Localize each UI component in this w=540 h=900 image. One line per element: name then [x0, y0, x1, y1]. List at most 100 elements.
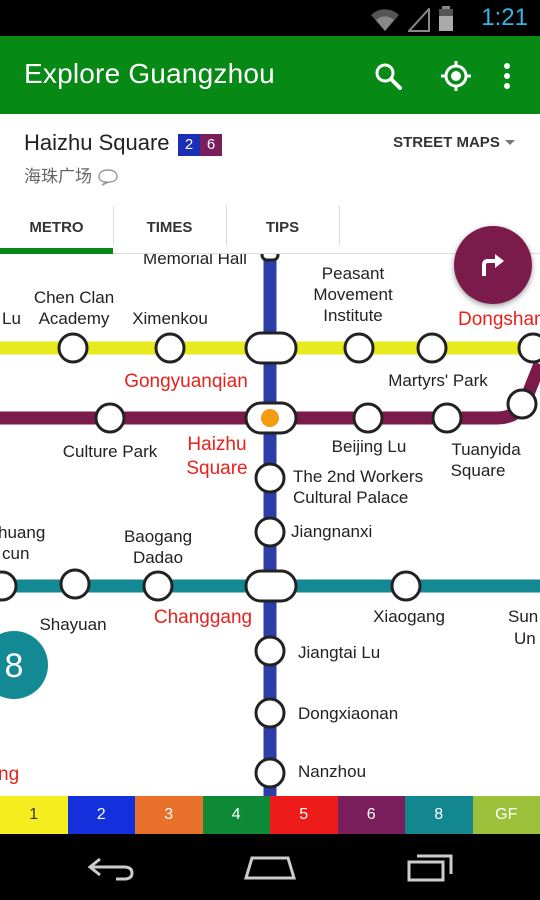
directions-fab[interactable] [454, 226, 532, 304]
label-academy: Academy [39, 309, 110, 328]
metro-map-canvas[interactable]: 8 Memorial Hall Peasant Movement Institu… [0, 254, 540, 796]
my-location-button[interactable] [434, 54, 478, 98]
legend-line-6[interactable]: 6 [337, 796, 405, 834]
chinese-name-text: 海珠广场 [24, 167, 92, 187]
tab-times[interactable]: TIMES [146, 218, 193, 236]
station-header: Haizhu Square 2 6 海珠广场 STREET MAPS [0, 114, 540, 200]
home-icon [243, 856, 297, 880]
label-martyrs-park: Martyrs' Park [388, 371, 488, 390]
label-memorial-hall: Memorial Hall [143, 254, 247, 268]
battery-icon [439, 6, 453, 31]
tab-tips[interactable]: TIPS [265, 218, 300, 236]
street-maps-dropdown[interactable]: STREET MAPS [393, 134, 516, 151]
station-chinese-name: 海珠广场 [24, 162, 119, 187]
station-culture-park[interactable] [94, 402, 126, 434]
label-tuanyida: Tuanyida [451, 440, 521, 459]
station-name: Haizhu Square [24, 130, 170, 155]
overflow-menu-icon [504, 63, 510, 89]
tab-divider [339, 206, 340, 246]
label-institute: Institute [323, 306, 383, 325]
label-cun: cun [2, 544, 29, 563]
wifi-icon [371, 9, 399, 32]
station-changgang-interchange[interactable] [244, 569, 298, 603]
location-icon [441, 61, 471, 91]
status-time: 1:21 [481, 4, 528, 31]
app-title: Explore Guangzhou [24, 58, 275, 89]
metro-map[interactable]: 8 Memorial Hall Peasant Movement Institu… [0, 254, 540, 796]
label-gongyuanqian: Gongyuanqian [124, 371, 248, 392]
back-icon [87, 857, 134, 881]
tab-divider [113, 206, 114, 246]
label-sun: Sun [508, 607, 538, 626]
station-dongshankou-l6[interactable] [506, 388, 538, 420]
station-dongxiaonan[interactable] [254, 697, 286, 729]
label-jiangnanxi: Jiangnanxi [291, 522, 372, 541]
station-jiangnanxi[interactable] [254, 516, 286, 548]
speak-bubble-icon[interactable] [97, 168, 119, 186]
legend-line-gf[interactable]: GF [472, 796, 540, 834]
street-maps-label: STREET MAPS [393, 134, 500, 151]
station-2nd-workers-cultural-palace[interactable] [254, 462, 286, 494]
station-dongshankou-l1[interactable] [517, 332, 540, 364]
label-shayuan: Shayuan [39, 615, 106, 634]
back-button[interactable] [82, 850, 142, 884]
station-peasant-movement[interactable] [343, 332, 375, 364]
station-jiangtai-lu[interactable] [254, 635, 286, 667]
home-button[interactable] [240, 850, 300, 884]
station-tuanyida-square[interactable] [431, 402, 463, 434]
status-bar: 1:21 [0, 0, 540, 36]
station-martyrs-park-l1[interactable] [416, 332, 448, 364]
label-ng: ng [0, 764, 19, 785]
station-memorial-hall[interactable] [260, 254, 280, 262]
station-beijing-lu[interactable] [352, 402, 384, 434]
tab-divider [226, 206, 227, 246]
search-icon [375, 63, 402, 90]
station-ximenkou[interactable] [57, 332, 89, 364]
legend-line-1[interactable]: 1 [0, 796, 68, 834]
label-dongxiaonan: Dongxiaonan [298, 704, 398, 723]
station-xiaogang[interactable] [390, 570, 422, 602]
line-8-badge [0, 631, 48, 699]
label-dadao: Dadao [133, 548, 183, 567]
label-culture-park: Culture Park [63, 442, 158, 461]
label-xiaogang: Xiaogang [373, 607, 445, 626]
station-shayuan[interactable] [59, 568, 91, 600]
tab-metro[interactable]: METRO [0, 200, 113, 254]
label-movement: Movement [313, 285, 393, 304]
app-bar: Explore Guangzhou [0, 36, 540, 114]
line-badge-2: 2 [178, 134, 200, 156]
label-beijing-lu: Beijing Lu [332, 437, 407, 456]
label-huang: huang [0, 523, 45, 542]
system-nav-bar [0, 834, 540, 900]
label-baogang: Baogang [124, 527, 192, 546]
label-lu: Lu [2, 309, 21, 328]
line-8-badge-label: 8 [5, 647, 24, 685]
line-legend: 1 2 3 4 5 6 8 GF [0, 796, 540, 834]
dropdown-arrow-icon [505, 140, 515, 146]
station-baogang-dadao[interactable] [142, 570, 174, 602]
legend-line-5[interactable]: 5 [270, 796, 338, 834]
current-station-marker [261, 409, 279, 427]
label-chen-clan: Chen Clan [34, 288, 114, 307]
recents-icon [407, 854, 453, 882]
label-dongshan: Dongshan [458, 309, 540, 330]
station-line8-west[interactable] [0, 570, 18, 602]
label-peasant: Peasant [322, 264, 385, 283]
label-tuanyida-square: Square [451, 461, 506, 480]
legend-line-8[interactable]: 8 [405, 796, 473, 834]
label-changgang: Changgang [154, 607, 252, 628]
overflow-menu-button[interactable] [492, 54, 522, 98]
search-button[interactable] [366, 54, 410, 98]
legend-line-4[interactable]: 4 [202, 796, 270, 834]
station-nanzhou[interactable] [254, 757, 286, 789]
legend-line-2[interactable]: 2 [67, 796, 135, 834]
recents-button[interactable] [400, 850, 460, 884]
tab-bar: METRO TIMES TIPS [0, 200, 540, 254]
legend-line-3[interactable]: 3 [135, 796, 203, 834]
station-gongyuanqian-interchange[interactable] [244, 331, 298, 365]
label-un: Un [514, 629, 536, 648]
directions-icon [482, 254, 504, 276]
label-2nd-workers: The 2nd Workers [293, 467, 423, 486]
station-ximenkou-2[interactable] [154, 332, 186, 364]
label-haizhu: Haizhu [187, 434, 246, 455]
